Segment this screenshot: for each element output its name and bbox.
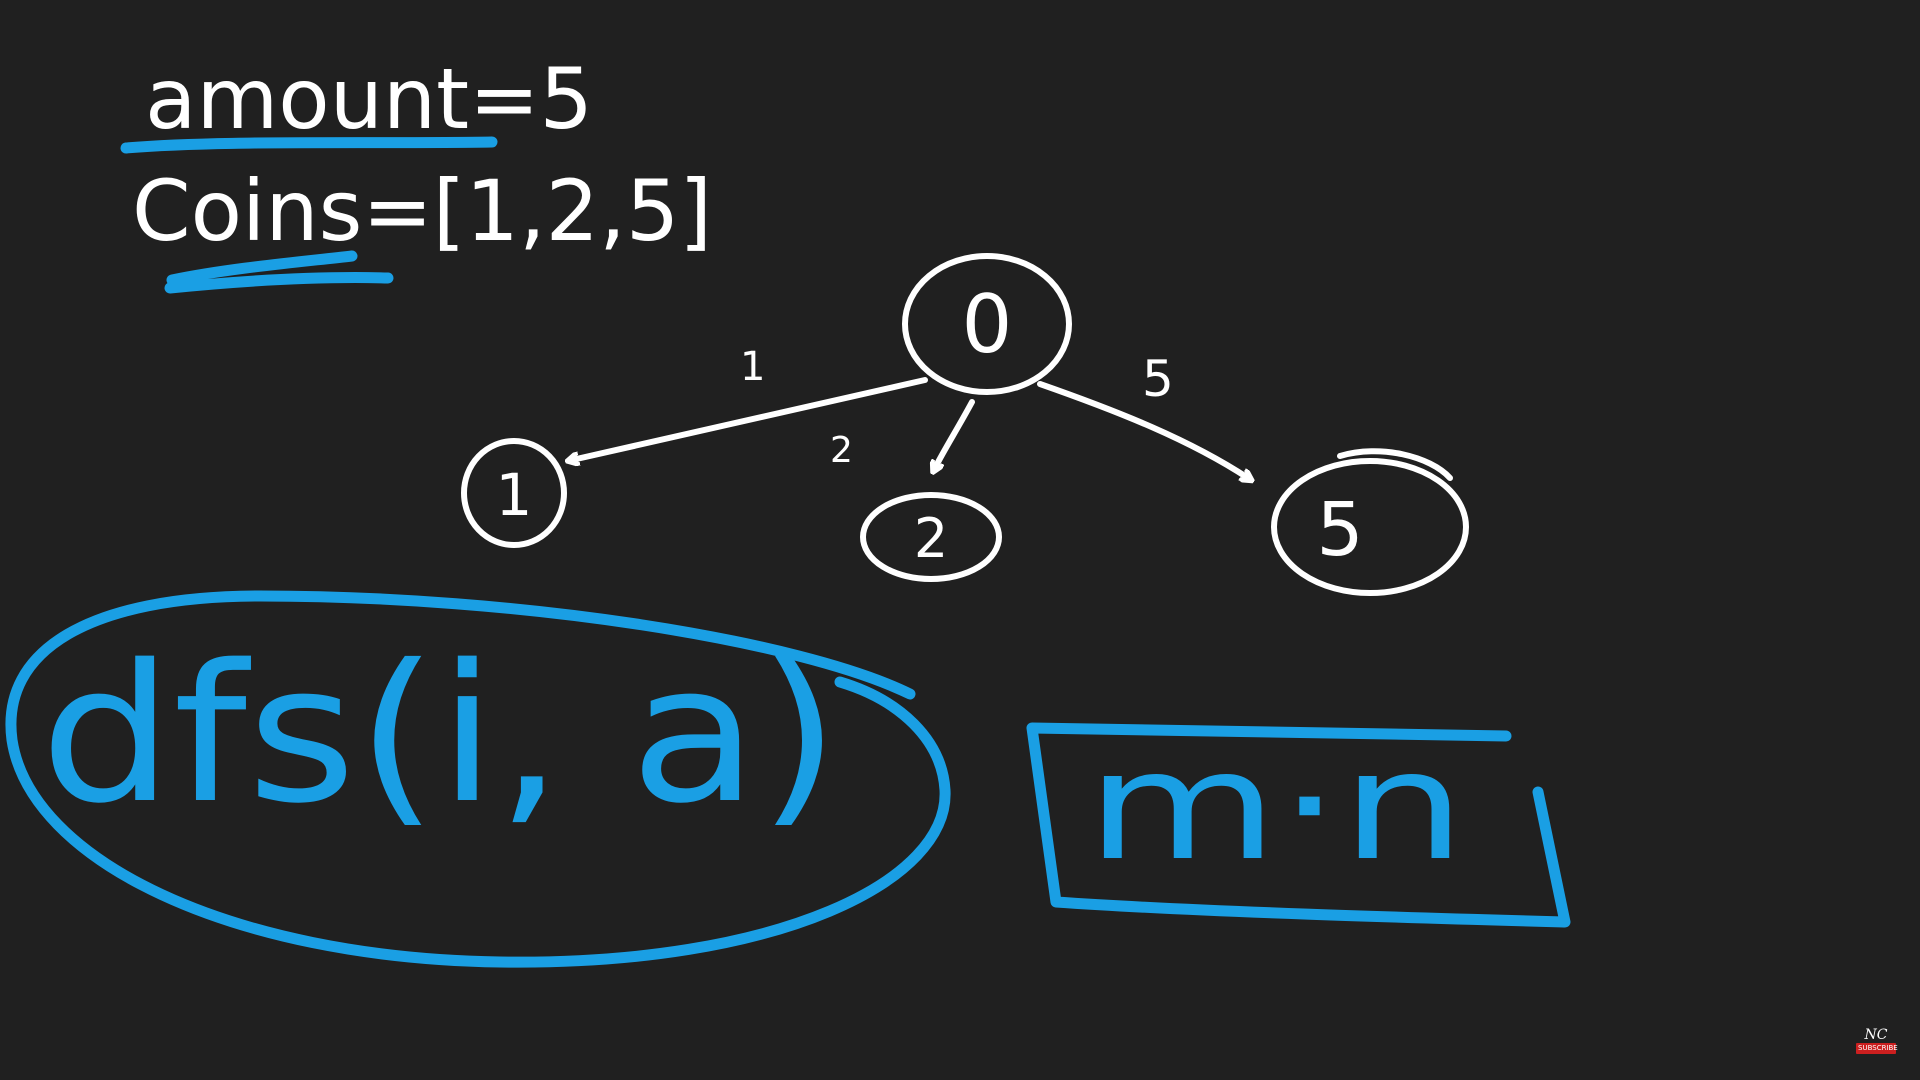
- root-node-circle: [902, 253, 1072, 395]
- node-1-circle: [461, 438, 567, 548]
- node-5-extra-stroke: [1337, 448, 1453, 481]
- complexity-box: [1026, 722, 1571, 928]
- coins-text: Coins=[1,2,5]: [132, 162, 712, 260]
- root-node-label: 0: [962, 278, 1013, 371]
- complexity-text: m·n: [1086, 720, 1466, 894]
- node-1-label: 1: [496, 461, 533, 529]
- node-5-label: 5: [1316, 487, 1363, 573]
- node-2-circle: [860, 492, 1002, 582]
- channel-watermark[interactable]: NC SUBSCRIBE: [1856, 1027, 1898, 1054]
- dfs-enclosing-ellipse: [5, 590, 951, 968]
- amount-underline: [120, 136, 498, 154]
- node-5-circle: [1271, 458, 1469, 596]
- channel-logo: NC: [1864, 1027, 1888, 1043]
- subscribe-button[interactable]: SUBSCRIBE: [1856, 1043, 1898, 1054]
- edge-root-to-1: [572, 377, 928, 460]
- edge-label-2: 2: [830, 430, 853, 471]
- edge-root-to-2: [935, 399, 975, 468]
- edge-label-1: 1: [740, 344, 765, 390]
- coins-underline: [164, 250, 394, 294]
- edge-label-5: 5: [1142, 350, 1174, 408]
- node-2-label: 2: [914, 507, 948, 570]
- amount-text: amount=5: [145, 50, 593, 148]
- edge-root-to-5: [1037, 381, 1248, 478]
- dfs-call-text: dfs(i, a): [40, 624, 840, 845]
